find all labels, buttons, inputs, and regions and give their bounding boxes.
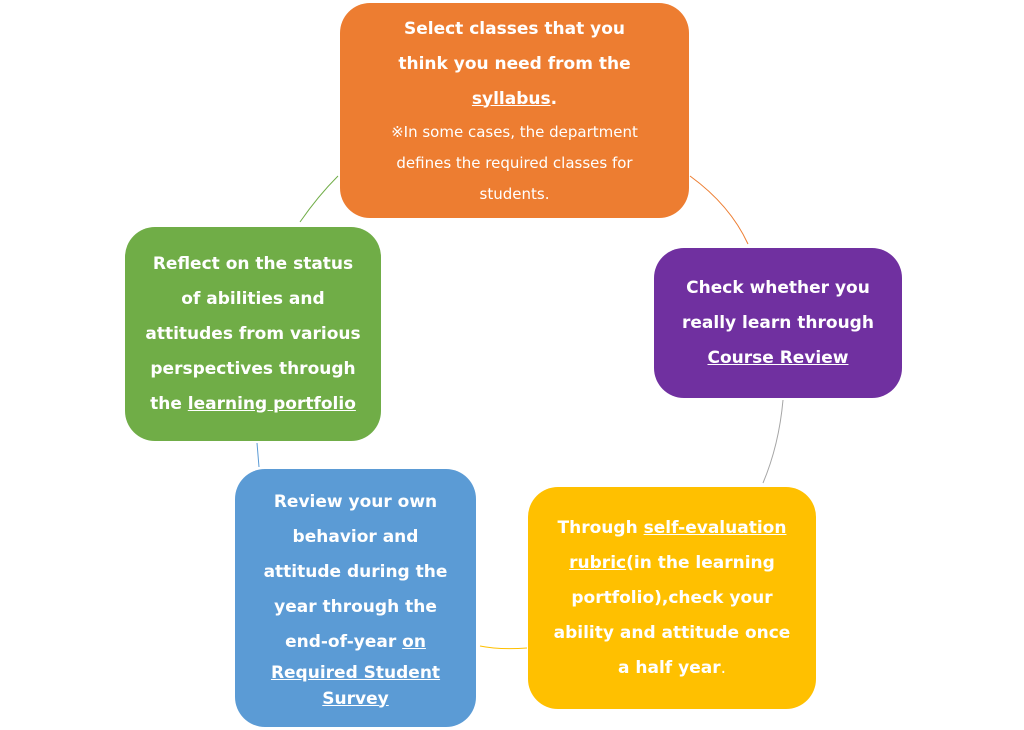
connector-review-to-reflect: [256, 442, 260, 468]
review-line-4: year through the: [274, 596, 437, 617]
select-note-1: ※In some cases, the department: [391, 122, 638, 141]
self-evaluation-rubric-box: Through self-evaluation rubric(in the le…: [528, 487, 816, 709]
select-line-2: think you need from the: [398, 53, 631, 74]
check-course-review-box: Check whether you really learn through C…: [654, 248, 902, 398]
rubric-line-1-prefix: Through: [557, 517, 644, 538]
syllabus-link[interactable]: syllabus: [471, 88, 551, 109]
connector-reflect-to-select: [299, 175, 339, 223]
rubric-line-4: ability and attitude once: [553, 622, 791, 643]
survey-link-required-student[interactable]: Required Student: [270, 662, 441, 683]
review-line-7: Survey: [249, 686, 462, 712]
course-review-link[interactable]: Course Review: [707, 347, 849, 368]
connector-select-to-check: [689, 175, 749, 245]
reflect-line-3: attitudes from various: [145, 323, 361, 344]
rubric-line-5-suffix: .: [720, 657, 726, 678]
select-note-2: defines the required classes for: [396, 153, 633, 172]
reflect-line-1: Reflect on the status: [152, 253, 354, 274]
rubric-line-2: rubric(in the learning: [542, 546, 802, 581]
check-line-3: Course Review: [668, 341, 888, 376]
rubric-line-1: Through self-evaluation: [542, 511, 802, 546]
rubric-line-3: portfolio),check your: [571, 587, 773, 608]
reflect-line-5: the learning portfolio: [139, 387, 367, 422]
select-line-3: syllabus.: [354, 82, 675, 117]
review-line-2: behavior and: [292, 526, 419, 547]
review-line-3: attitude during the: [263, 561, 448, 582]
learning-portfolio-link[interactable]: learning portfolio: [187, 393, 356, 414]
self-evaluation-link[interactable]: self-evaluation: [643, 517, 787, 538]
reflect-line-4: perspectives through: [150, 358, 356, 379]
check-line-1: Check whether you: [686, 277, 870, 298]
reflect-line-5-prefix: the: [150, 393, 188, 414]
select-line-1: Select classes that you: [403, 18, 626, 39]
reflect-line-2: of abilities and: [181, 288, 325, 309]
connector-check-to-rubric: [762, 399, 784, 484]
connector-rubric-to-review: [479, 645, 528, 650]
review-line-5: end-of-year on: [249, 625, 462, 660]
select-link-suffix: .: [550, 88, 558, 109]
survey-link-on[interactable]: on: [402, 631, 426, 652]
review-survey-box: Review your own behavior and attitude du…: [235, 469, 476, 727]
select-classes-box: Select classes that you think you need f…: [340, 3, 689, 218]
rubric-line-2-rest: (in the learning: [626, 552, 775, 573]
rubric-line-5: a half year.: [542, 651, 802, 686]
review-line-6: Required Student: [249, 660, 462, 686]
reflect-portfolio-box: Reflect on the status of abilities and a…: [125, 227, 381, 441]
check-line-2: really learn through: [682, 312, 874, 333]
survey-link-survey[interactable]: Survey: [322, 688, 389, 709]
rubric-link[interactable]: rubric: [569, 552, 627, 573]
review-line-1: Review your own: [273, 491, 438, 512]
select-note-3: students.: [479, 184, 550, 203]
review-line-5-prefix: end-of-year: [285, 631, 403, 652]
rubric-line-5-text: a half year: [618, 657, 721, 678]
